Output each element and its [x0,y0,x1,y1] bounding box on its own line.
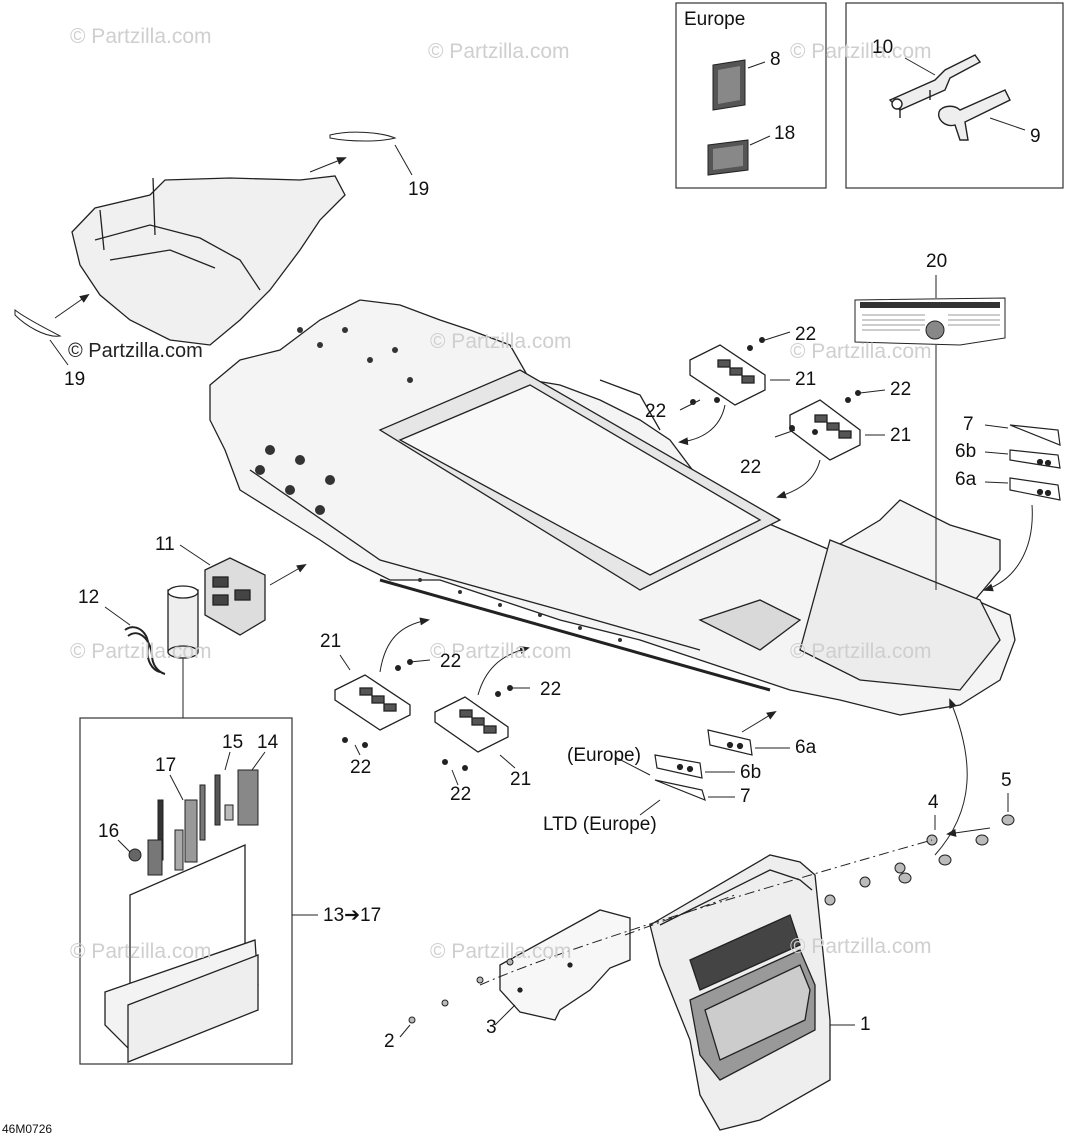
callout-21-a: 21 [795,369,817,390]
callout-3: 3 [486,1017,497,1038]
callout-6a-right: 6a [955,469,977,490]
upper-body-panel [71,175,346,346]
watermark: © Partzilla.com [430,640,572,663]
diagram-code: 46M0726 [2,1122,53,1136]
europe-inset-box [675,2,827,189]
trim-parts-bottom [654,729,753,802]
footrest-part-21-upper-a [689,344,766,406]
watermark: © Partzilla.com [790,340,932,363]
watermark: © Partzilla.com [68,340,203,362]
callout-22-b: 22 [645,401,667,422]
footrest-part-21-lower-a [334,674,411,731]
frame-holes [255,327,622,642]
fasteners-part-2-4-5 [408,814,1015,1024]
callout-18: 18 [774,123,796,144]
note-europe: (Europe) [567,745,641,766]
callout-12: 12 [78,587,100,608]
footrest-part-21-upper-b [789,399,861,461]
watermark: © Partzilla.com [428,40,570,63]
watermark: © Partzilla.com [430,330,572,353]
watermark: © Partzilla.com [790,640,932,663]
watermark: © Partzilla.com [70,940,212,963]
watermark: © Partzilla.com [790,935,932,958]
callout-22-h: 22 [450,784,472,805]
trim-parts-right [1009,424,1061,501]
strap-part-12 [124,626,166,675]
spanner-part-10 [888,54,982,118]
watermark: © Partzilla.com [70,640,212,663]
callout-5: 5 [1001,770,1012,791]
europe-inset-title: Europe [684,9,746,30]
tools-set [128,769,259,876]
tools-inset-box [845,2,1064,189]
callout-22-a: 22 [795,324,817,345]
plate-part-3 [499,909,631,1021]
callout-6b-bottom: 6b [740,762,762,783]
callout-15: 15 [222,732,244,753]
tool-pouch [104,844,259,1063]
callout-7-right: 7 [963,414,974,435]
callout-7-bottom: 7 [740,786,751,807]
callout-21-d: 21 [510,769,532,790]
callout-19-left: 19 [64,369,86,390]
callout-20: 20 [926,251,948,272]
callout-10: 10 [872,37,894,58]
callout-21-b: 21 [890,425,912,446]
callout-6b-right: 6b [955,441,977,462]
callout-14: 14 [257,732,279,753]
callout-19-top: 19 [408,179,430,200]
callout-9: 9 [1030,126,1041,147]
note-ltd-europe: LTD (Europe) [543,814,657,835]
callout-6a-bottom: 6a [795,737,817,758]
decal-part-8 [712,59,746,111]
callout-22-c: 22 [890,379,912,400]
footrest-part-21-lower-b [434,696,509,753]
callout-2: 2 [384,1031,395,1052]
trim-strip-left [14,308,62,337]
tool-tube [167,585,199,659]
callout-21-c: 21 [320,631,342,652]
warning-decal-part-20 [854,297,1006,346]
chassis-frame [209,299,1016,716]
callout-8: 8 [770,49,781,70]
callout-16: 16 [98,821,120,842]
callout-22-f: 22 [540,679,562,700]
callout-4: 4 [928,792,939,813]
callout-13-17: 13➔17 [323,905,382,926]
watermark: © Partzilla.com [70,25,212,48]
tool-holder-part-11 [204,557,266,636]
decal-part-18 [707,139,749,176]
callout-1: 1 [860,1014,871,1035]
callout-22-d: 22 [740,457,762,478]
callout-22-e: 22 [440,651,462,672]
snowflap-part-1 [649,854,831,1131]
trim-strip-top [329,131,397,142]
watermark: © Partzilla.com [430,940,572,963]
callout-11: 11 [155,534,175,555]
callout-22-g: 22 [350,757,372,778]
spanner-part-9 [938,89,1011,141]
callout-17: 17 [155,755,177,776]
watermark: © Partzilla.com [790,40,932,63]
